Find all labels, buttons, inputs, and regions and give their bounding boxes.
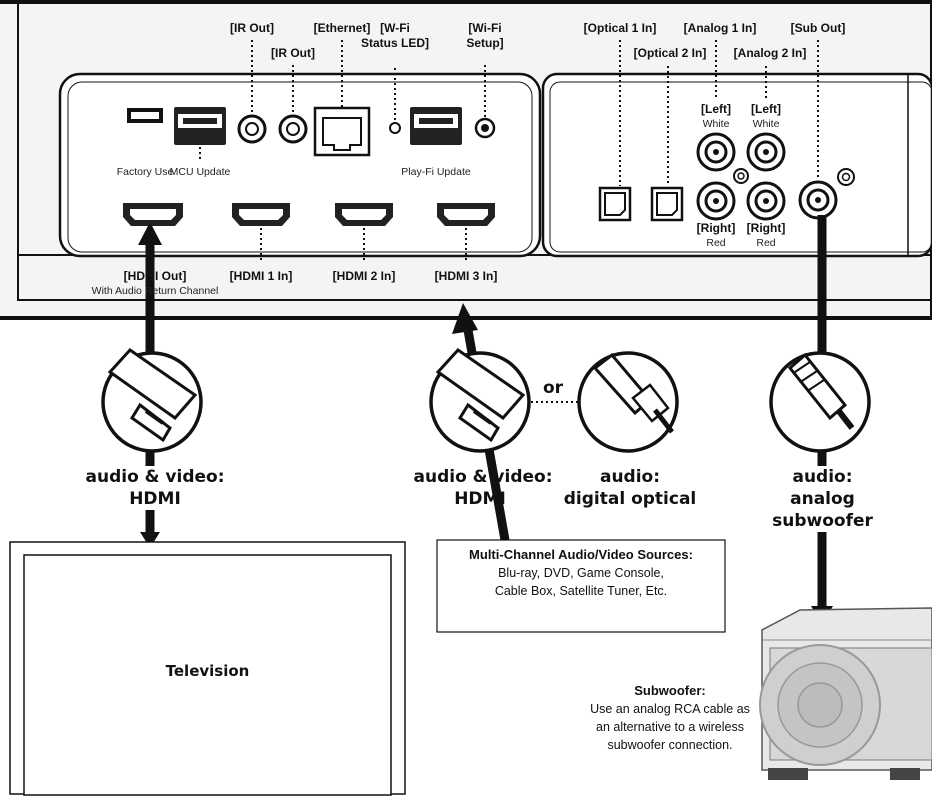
ir-out-1-label: [IR Out] <box>230 21 274 35</box>
source-connection-label-2: HDMI <box>454 489 506 509</box>
hdmi-cable-icon-tv <box>101 348 203 453</box>
hdmi-3-in-port <box>437 203 495 226</box>
subwoofer-caption: Subwoofer: Use an analog RCA cable as an… <box>580 682 760 754</box>
hdmi-out-note: With Audio Return Channel <box>91 285 219 297</box>
red-1-label: Red <box>706 237 726 249</box>
optical-connection-label-1: audio: <box>599 467 661 487</box>
television-screen <box>23 554 392 796</box>
ir-out-2-label: [IR Out] <box>271 46 315 60</box>
ethernet-label: [Ethernet] <box>313 21 371 35</box>
sub-out-label: [Sub Out] <box>790 21 846 35</box>
hdmi-out-port <box>123 203 183 226</box>
right-1-label: [Right] <box>696 221 736 235</box>
optical-cable-icon <box>577 351 679 453</box>
rca-cable-icon <box>769 351 871 453</box>
mcu-update-label: MCU Update <box>169 166 231 178</box>
factory-use-port <box>127 108 163 123</box>
hdmi-1-in-port <box>232 203 290 226</box>
sub-connection-label-1: audio: <box>775 466 870 488</box>
analog-rca-jacks <box>696 132 786 221</box>
hdmi-1-label: [HDMI 1 In] <box>229 269 293 283</box>
white-2-label: White <box>752 118 780 130</box>
red-2-label: Red <box>756 237 776 249</box>
optical-1-label: [Optical 1 In] <box>583 21 657 35</box>
wifi-setup-label-1: [Wi-Fi <box>468 21 502 35</box>
sources-box <box>436 539 726 633</box>
analog-1-label: [Analog 1 In] <box>683 21 757 35</box>
playfi-update-usb-port <box>410 107 462 145</box>
sources-line-2: Cable Box, Satellite Tuner, Etc. <box>494 584 668 598</box>
television-label: Television <box>165 662 250 680</box>
hdmi-2-label: [HDMI 2 In] <box>332 269 396 283</box>
optical-1-port <box>598 186 632 222</box>
subwoofer-line-2: an alternative to a wireless <box>596 720 744 734</box>
hdmi-3-label: [HDMI 3 In] <box>434 269 498 283</box>
ir-out-jack-1 <box>237 114 267 144</box>
factory-use-label: Factory Use <box>116 166 174 178</box>
optical-2-port <box>650 186 684 222</box>
tv-connection-label-2: HDMI <box>110 488 200 510</box>
leader-lines <box>199 40 819 403</box>
analog-2-label: [Analog 2 In] <box>733 46 807 60</box>
wifi-setup-label-2: Setup] <box>466 36 504 50</box>
wifi-setup-button <box>474 117 496 139</box>
sources-line-1: Blu-ray, DVD, Game Console, <box>498 566 664 580</box>
left-1-label: [Left] <box>701 102 731 116</box>
sources-text: Multi-Channel Audio/Video Sources: Blu-r… <box>437 546 725 600</box>
hdmi-out-label: [HDMI Out] <box>123 269 187 283</box>
or-label: or <box>538 377 568 399</box>
optical-2-label: [Optical 2 In] <box>633 46 707 60</box>
tv-connection-label-1: audio & video: <box>75 466 235 488</box>
left-2-label: [Left] <box>751 102 781 116</box>
sub-out-rca-jack <box>798 168 855 220</box>
sources-title: Multi-Channel Audio/Video Sources: <box>469 547 693 562</box>
hdmi-cable-icon-source <box>429 348 531 453</box>
subwoofer-line-3: subwoofer connection. <box>607 738 733 752</box>
source-connection-label-1: audio & video: <box>413 467 553 487</box>
hdmi-2-in-port <box>335 203 393 226</box>
sub-connection-label-3: subwoofer <box>760 510 885 532</box>
subwoofer-title: Subwoofer: <box>634 683 706 698</box>
playfi-update-label: Play-Fi Update <box>401 166 471 178</box>
white-1-label: White <box>702 118 730 130</box>
ir-out-jack-2 <box>278 114 308 144</box>
subwoofer-line-1: Use an analog RCA cable as <box>590 702 750 716</box>
right-2-label: [Right] <box>746 221 786 235</box>
wifi-status-label-2: Status LED] <box>360 36 429 50</box>
subwoofer-illustration <box>759 607 932 780</box>
optical-connection-label-2: digital optical <box>563 489 697 509</box>
sub-connection-label-2: analog <box>775 488 870 510</box>
wifi-status-led <box>389 122 401 134</box>
ethernet-port <box>313 106 371 157</box>
wifi-status-label-1: [W-Fi <box>380 21 410 35</box>
mcu-update-usb-port <box>174 107 226 145</box>
